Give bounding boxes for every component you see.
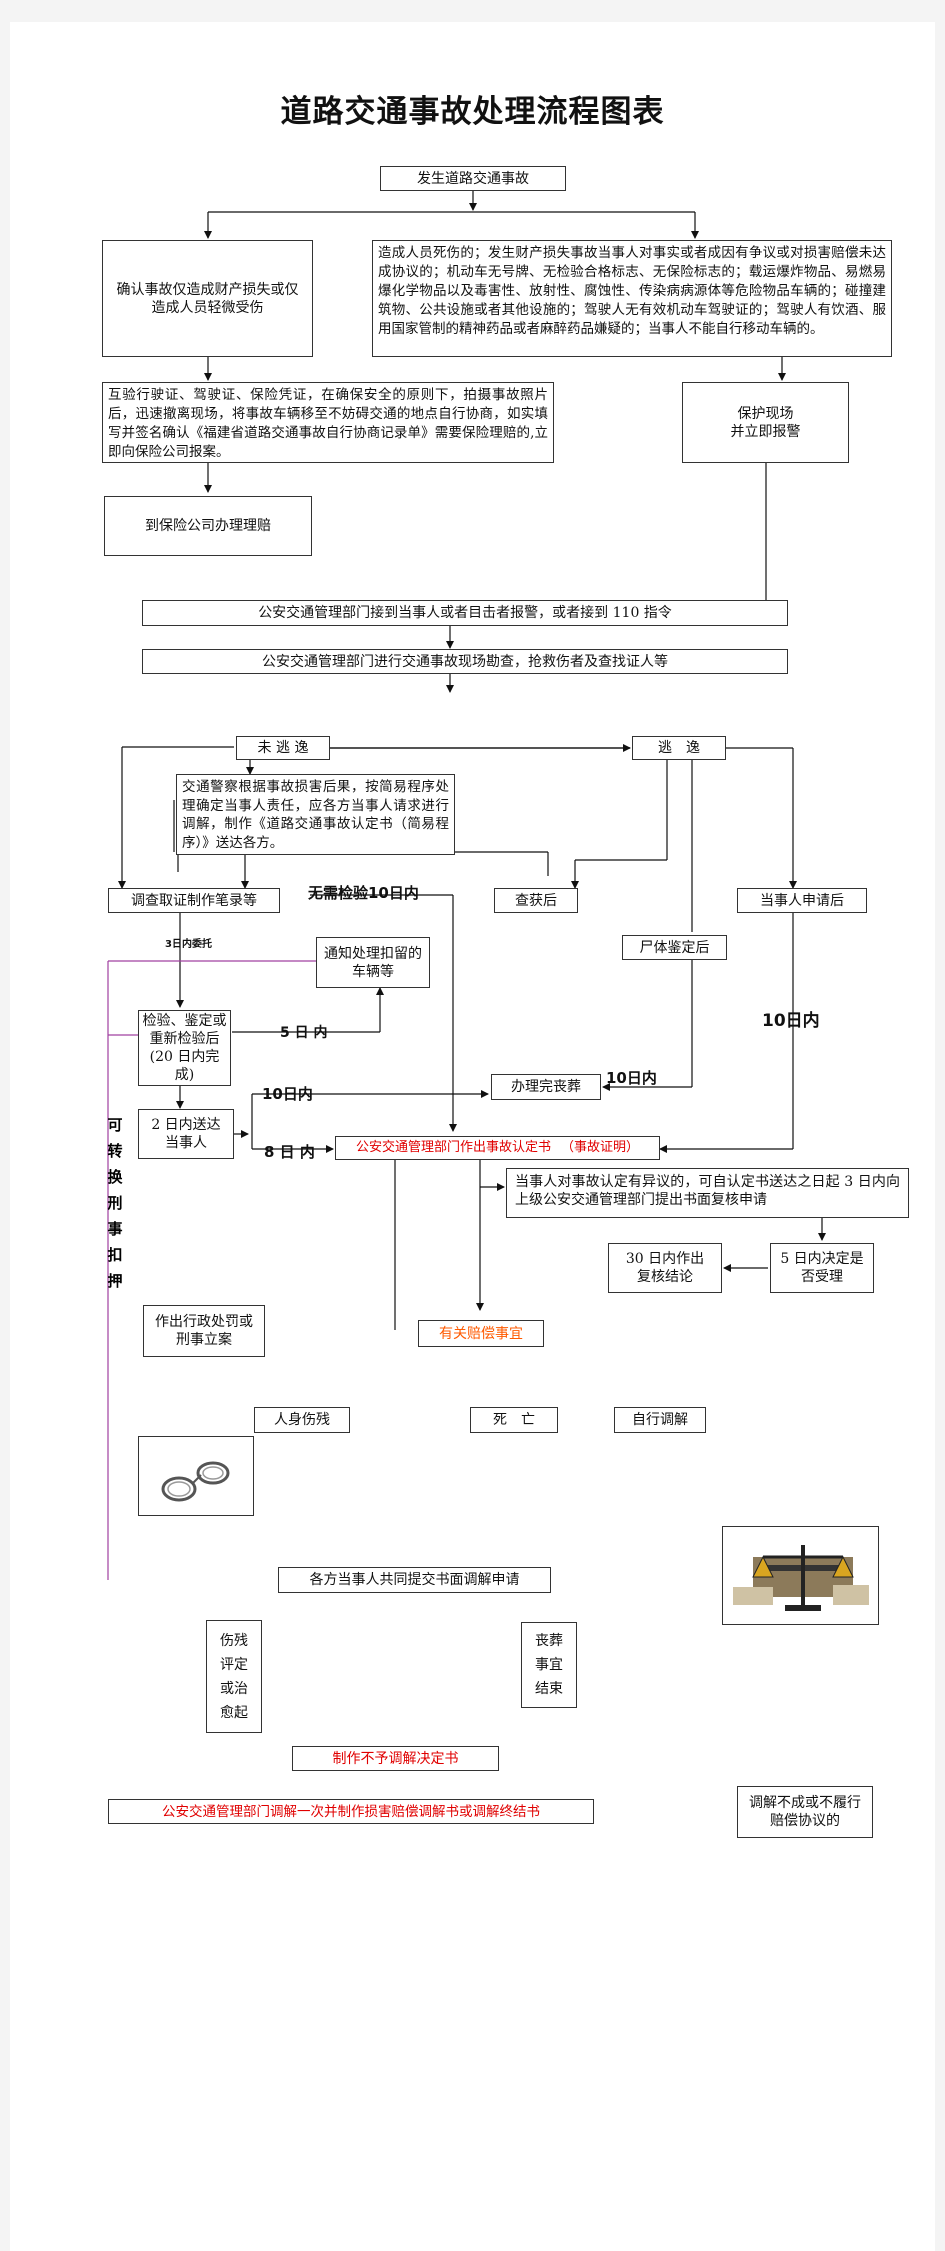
label-no-check: 无需检验10日内 bbox=[308, 884, 419, 902]
node-cert: 公安交通管理部门作出事故认定书 （事故证明） bbox=[335, 1136, 660, 1160]
node-accept: 5 日内决定是否受理 bbox=[770, 1243, 874, 1293]
node-inspect: 检验、鉴定或重新检验后(20 日内完成) bbox=[138, 1010, 231, 1086]
node-self-settle: 互验行驶证、驾驶证、保险凭证，在确保安全的原则下，拍摄事故照片后，迅速撤离现场，… bbox=[102, 382, 554, 463]
justice-scale-picture bbox=[722, 1526, 879, 1625]
node-penalty: 作出行政处罚或刑事立案 bbox=[143, 1305, 265, 1357]
node-joint-apply: 各方当事人共同提交书面调解申请 bbox=[278, 1567, 551, 1593]
node-no-mediate: 制作不予调解决定书 bbox=[292, 1746, 499, 1771]
handcuffs-picture bbox=[138, 1436, 254, 1516]
node-protect-text: 保护现场 并立即报警 bbox=[730, 405, 801, 440]
node-review-result: 30 日内作出复核结论 bbox=[608, 1243, 722, 1293]
handcuffs-icon bbox=[161, 1461, 230, 1502]
node-investigate: 调查取证制作笔录等 bbox=[108, 888, 280, 913]
label-ten-days-b: 10日内 bbox=[606, 1069, 657, 1087]
node-not-fled: 未 逃 逸 bbox=[236, 736, 330, 760]
node-fled: 逃 逸 bbox=[632, 736, 726, 760]
node-cert-main: 公安交通管理部门作出事故认定书 bbox=[355, 1140, 551, 1155]
page-title: 道路交通事故处理流程图表 bbox=[280, 94, 665, 130]
node-caught: 查获后 bbox=[494, 888, 578, 913]
node-deliver: 2 日内送达当事人 bbox=[138, 1109, 234, 1159]
node-funeral: 办理完丧葬 bbox=[491, 1074, 601, 1100]
node-protect: 保护现场 并立即报警 bbox=[682, 382, 849, 463]
node-minor: 确认事故仅造成财产损失或仅造成人员轻微受伤 bbox=[102, 240, 313, 357]
node-failed: 调解不成或不履行赔偿协议的 bbox=[737, 1786, 873, 1838]
node-cert-sub: （事故证明） bbox=[561, 1140, 640, 1155]
node-police-receive: 公安交通管理部门接到当事人或者目击者报警，或者接到 110 指令 bbox=[142, 600, 788, 626]
node-objection: 当事人对事故认定有异议的，可自认定书送达之日起 3 日内向上级公安交通管理部门提… bbox=[506, 1168, 909, 1218]
label-ten-days-c: 10日内 bbox=[762, 1011, 820, 1031]
node-injury: 人身伤残 bbox=[254, 1407, 350, 1433]
label-ten-days-a: 10日内 bbox=[262, 1085, 313, 1103]
label-criminal: 可转换刑事扣押 bbox=[107, 1116, 123, 1290]
justice-scale-icon bbox=[733, 1545, 869, 1611]
node-party-apply: 当事人申请后 bbox=[737, 888, 867, 913]
node-simple: 交通警察根据事故损害后果，按简易程序处理确定当事人责任，应各方当事人请求进行调解… bbox=[176, 774, 455, 855]
node-detained: 通知处理扣留的车辆等 bbox=[316, 937, 430, 988]
node-self-mediate: 自行调解 bbox=[614, 1407, 706, 1433]
node-serious: 造成人员死伤的；发生财产损失事故当事人对事实或者成因有争议或对损害赔偿未达成协议… bbox=[372, 240, 892, 357]
node-mediation: 公安交通管理部门调解一次并制作损害赔偿调解书或调解终结书 bbox=[108, 1799, 594, 1824]
node-insurance: 到保险公司办理理赔 bbox=[104, 496, 312, 556]
node-death: 死 亡 bbox=[470, 1407, 558, 1433]
node-funeral-end: 丧葬事宜结束 bbox=[521, 1622, 577, 1708]
label-three-days: 3日内委托 bbox=[165, 939, 212, 950]
node-compensation: 有关赔偿事宜 bbox=[418, 1320, 544, 1347]
node-disability: 伤残评定或治愈起 bbox=[206, 1620, 262, 1733]
node-police-survey: 公安交通管理部门进行交通事故现场勘查，抢救伤者及查找证人等 bbox=[142, 649, 788, 674]
node-autopsy: 尸体鉴定后 bbox=[622, 935, 727, 960]
node-start: 发生道路交通事故 bbox=[380, 166, 566, 191]
label-eight-days: 8 日 内 bbox=[264, 1143, 315, 1161]
label-five-days: 5 日 内 bbox=[280, 1025, 328, 1041]
